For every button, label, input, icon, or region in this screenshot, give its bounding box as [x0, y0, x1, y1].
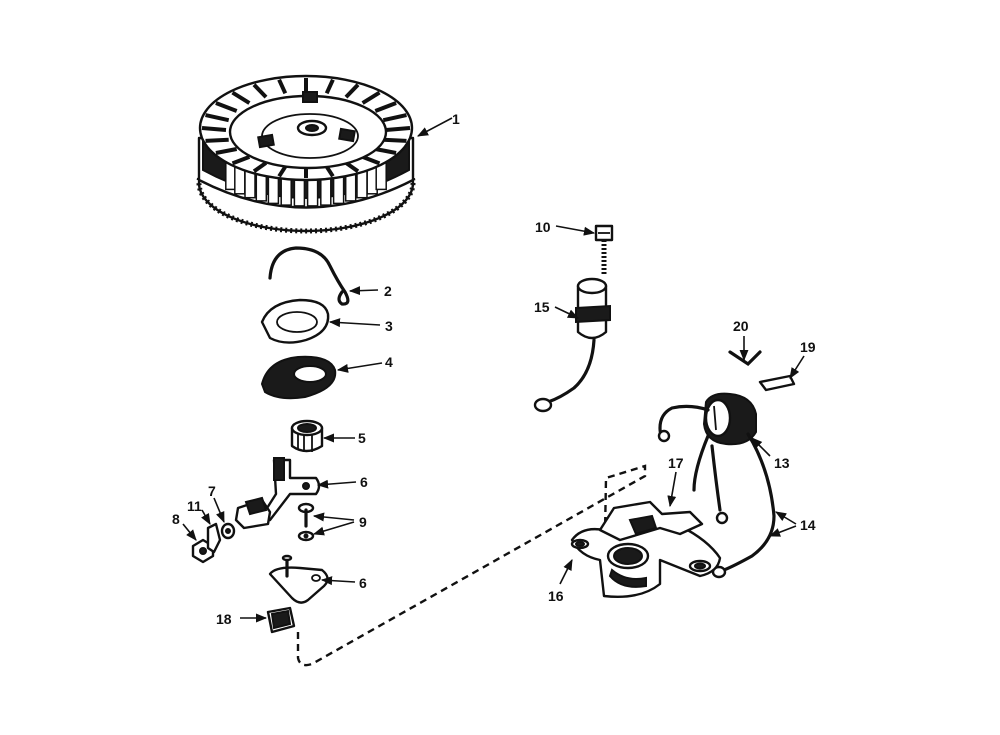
callout-4: 4 — [385, 354, 393, 370]
callout-16: 16 — [548, 588, 564, 604]
washer — [220, 522, 236, 540]
contact-bracket — [234, 496, 272, 530]
condenser-screw — [594, 224, 614, 276]
ignition-coil — [657, 392, 757, 525]
fin-blade — [215, 101, 238, 113]
callout-7: 7 — [208, 483, 216, 499]
flywheel — [196, 74, 416, 234]
felt-washer — [260, 355, 337, 400]
felt-pad — [266, 606, 296, 634]
callout-6-upper: 6 — [360, 474, 368, 490]
condenser — [533, 277, 611, 413]
fin-blade — [252, 161, 268, 173]
callout-15: 15 — [534, 299, 550, 315]
breaker-box — [570, 500, 722, 598]
callout-3: 3 — [385, 318, 393, 334]
fin-blade — [205, 137, 229, 143]
callout-10: 10 — [535, 219, 551, 235]
fin-blade — [277, 165, 287, 178]
fin-blade — [231, 155, 251, 166]
fin-blade — [205, 113, 230, 123]
fin-blade — [215, 147, 238, 155]
fin-blade — [361, 90, 381, 105]
callout-17: 17 — [668, 455, 684, 471]
cam-bushing — [290, 419, 324, 453]
assembly-path — [296, 464, 647, 667]
callout-9: 9 — [359, 514, 367, 530]
fin-blade — [201, 126, 227, 132]
callout-2: 2 — [384, 283, 392, 299]
callout-5: 5 — [358, 430, 366, 446]
spring-clip — [268, 246, 350, 306]
ground-lead — [711, 432, 776, 579]
fin-blade — [344, 161, 360, 173]
clip — [758, 374, 796, 392]
dust-cover — [260, 298, 330, 344]
callout-1: 1 — [452, 111, 460, 127]
callout-18: 18 — [216, 611, 232, 627]
screw-and-washer — [297, 502, 315, 542]
callout-11: 11 — [187, 498, 202, 514]
terminal — [206, 522, 222, 554]
callout-6-lower: 6 — [359, 575, 367, 591]
callout-labels: 1 2 3 4 5 6 7 11 8 9 6 18 10 15 20 19 13… — [172, 111, 816, 627]
pivot-plate — [268, 554, 329, 604]
fin-blade — [231, 90, 251, 105]
fin-blade — [361, 155, 381, 166]
retainer-wire — [728, 350, 762, 367]
fin-blade — [277, 78, 288, 95]
fin-blade — [252, 83, 268, 99]
leader-lines — [182, 117, 805, 623]
fin-blade — [324, 78, 335, 95]
fin-blade — [374, 147, 397, 155]
callout-8: 8 — [172, 511, 180, 527]
fin-blade — [325, 165, 335, 178]
fin-blade — [344, 83, 360, 99]
callout-19: 19 — [800, 339, 816, 355]
fin-blade — [374, 101, 397, 113]
fin-blade — [383, 137, 407, 143]
fin-blade — [385, 126, 411, 132]
callout-20: 20 — [733, 318, 749, 334]
callout-14: 14 — [800, 517, 816, 533]
callout-13: 13 — [774, 455, 790, 471]
fin-blade — [382, 113, 407, 123]
